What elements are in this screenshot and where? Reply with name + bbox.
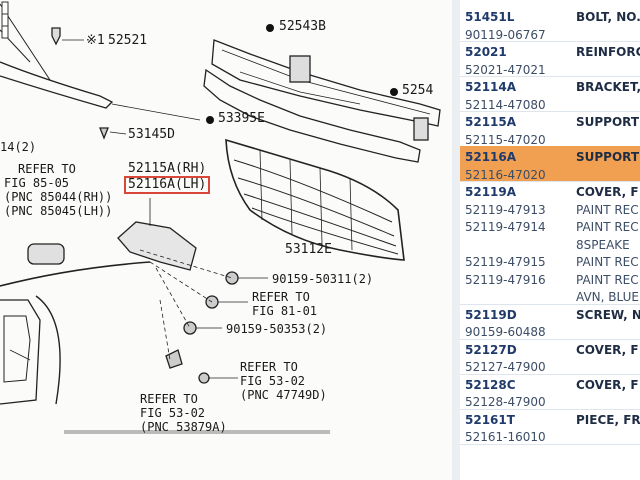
ref4-line3: (PNC 53879A): [140, 420, 227, 434]
part-pnc[interactable]: 52119A: [465, 185, 517, 199]
ref3-line1: REFER TO: [240, 360, 298, 374]
parts-diagram[interactable]: ※1 52521 52543B 5254 53145D 53395E 14(2)…: [0, 0, 452, 480]
label-90159-50353[interactable]: 90159-50353(2): [226, 322, 328, 336]
part-number: 90119-06767: [465, 27, 546, 42]
diagram-drawing: [0, 3, 441, 434]
part-number: 52119-47914: [465, 220, 546, 234]
part-pnc[interactable]: 52116A: [465, 150, 517, 164]
ref2-line2[interactable]: FIG 81-01: [252, 304, 318, 318]
part-row-selected[interactable]: [460, 146, 640, 181]
label-90159-50311[interactable]: 90159-50311(2): [272, 272, 374, 286]
part-note: PAINT REC: [576, 272, 639, 287]
part-number: 52115-47020: [465, 132, 546, 147]
label-52543B[interactable]: 52543B: [279, 19, 326, 34]
part-name: REINFORC: [576, 45, 640, 59]
part-name: BRACKET,: [576, 80, 640, 94]
part-note: AVN, BLUE: [576, 290, 639, 304]
label-52521-mark: ※1: [86, 33, 105, 48]
part-name: COVER, F: [576, 377, 639, 392]
ref1-line4: (PNC 85045(LH)): [4, 204, 113, 218]
part-number: 90159-60488: [465, 325, 546, 339]
label-52521[interactable]: 52521: [108, 33, 148, 48]
part-pnc[interactable]: 52021: [465, 45, 507, 59]
part-note: 8SPEAKE: [576, 237, 630, 252]
part-number: 52119-47916: [465, 272, 546, 287]
part-pnc[interactable]: 52127D: [465, 342, 517, 357]
row-separator: [460, 373, 640, 375]
row-separator: [460, 181, 640, 182]
ref3-line2[interactable]: FIG 53-02: [240, 374, 306, 388]
part-pnc[interactable]: 52161T: [465, 412, 515, 427]
part-pnc[interactable]: 52114A: [465, 80, 517, 94]
ref1-line1: REFER TO: [18, 162, 76, 176]
parts-list: 51451L BOLT, NO. 90119-06767 52021 REINFORC 5…: [460, 0, 640, 480]
row-separator: [460, 338, 640, 340]
part-note: PAINT REC: [576, 255, 639, 269]
part-name: COVER, F: [576, 342, 639, 357]
label-52115A[interactable]: 52115A(RH): [128, 161, 207, 176]
part-number: 52128-47900: [465, 395, 546, 409]
part-number: 52161-16010: [465, 430, 546, 444]
part-name: SUPPORT: [576, 115, 640, 129]
part-pnc[interactable]: 52128C: [465, 377, 516, 392]
part-name: COVER, F: [576, 185, 639, 199]
ref4-line2[interactable]: FIG 53-02: [140, 406, 206, 420]
ref2-line1: REFER TO: [252, 290, 310, 304]
part-number: 52119-47913: [465, 202, 546, 217]
label-52116A-highlighted[interactable]: 52116A(LH): [124, 176, 211, 194]
part-number: 52114-47080: [465, 97, 546, 112]
part-name: SUPPORT: [576, 150, 640, 164]
ref1-line2[interactable]: FIG 85-05: [4, 176, 70, 190]
ref4-line1: REFER TO: [140, 392, 198, 406]
label-14: 14(2): [0, 140, 37, 154]
part-name: BOLT, NO.: [576, 10, 640, 24]
label-53395E[interactable]: 53395E: [218, 111, 265, 126]
row-separator: [460, 111, 640, 112]
part-note: PAINT REC: [576, 220, 639, 234]
ref3-line3: (PNC 47749D): [240, 388, 327, 402]
part-pnc[interactable]: 51451L: [465, 10, 515, 24]
part-number: 52116-47020: [465, 167, 546, 182]
label-5254[interactable]: 5254: [402, 83, 434, 98]
row-separator: [460, 303, 640, 305]
row-separator: [460, 443, 640, 445]
part-pnc[interactable]: 52115A: [465, 115, 517, 129]
row-separator: [460, 41, 640, 42]
part-number: 52127-47900: [465, 360, 546, 374]
part-number: 52021-47021: [465, 62, 546, 77]
part-pnc[interactable]: 52119D: [465, 307, 517, 322]
row-separator: [460, 76, 640, 77]
part-number: 52119-47915: [465, 255, 546, 269]
part-name: SCREW, N: [576, 307, 640, 322]
ref1-line3: (PNC 85044(RH)): [4, 190, 113, 204]
part-note: PAINT REC: [576, 202, 639, 217]
label-53112E[interactable]: 53112E: [285, 242, 332, 257]
panel-divider[interactable]: [452, 0, 460, 480]
row-separator: [460, 408, 640, 410]
part-name: PIECE, FR: [576, 412, 640, 427]
diagram-scroll-handle[interactable]: [0, 0, 10, 40]
label-53145D[interactable]: 53145D: [128, 127, 175, 142]
